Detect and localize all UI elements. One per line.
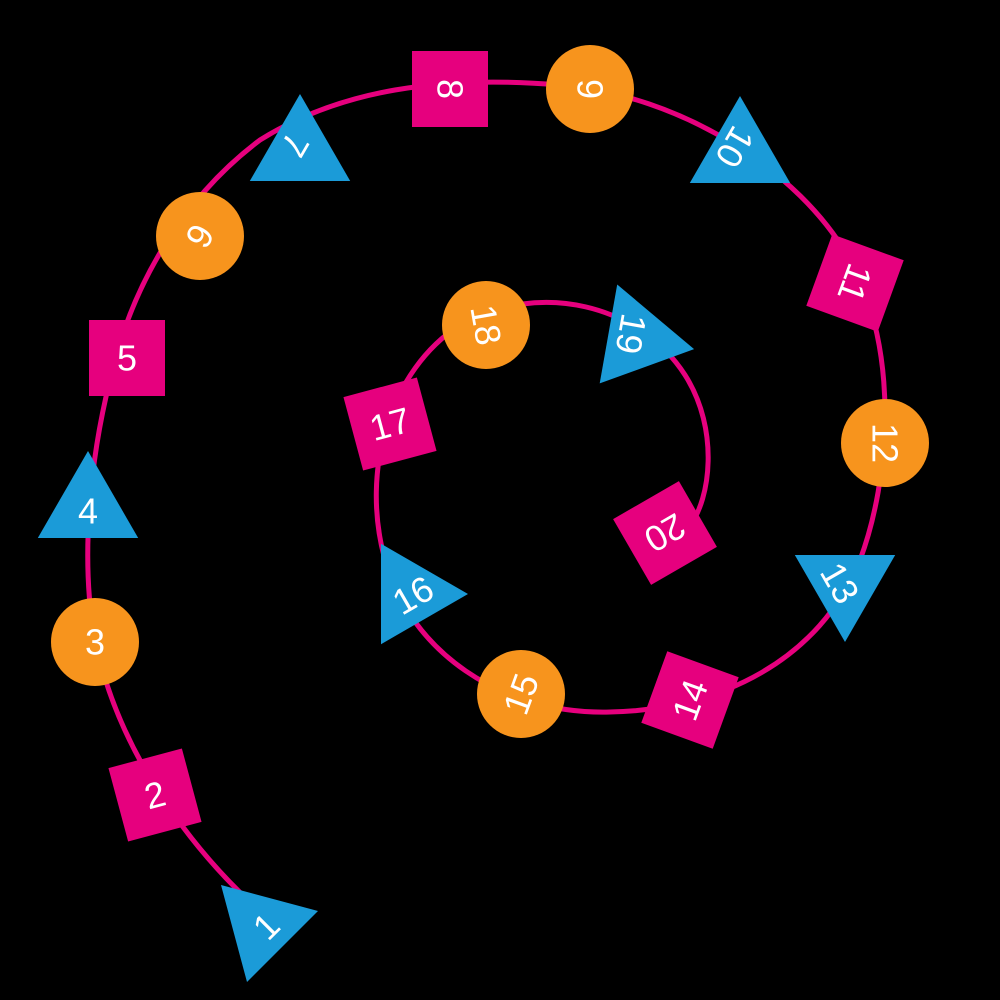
triangle-space-shape	[689, 96, 791, 183]
space-15: 15	[477, 650, 565, 738]
space-2: 2	[108, 748, 202, 842]
circle-space-shape	[546, 45, 634, 133]
triangle-space-shape	[221, 885, 318, 982]
square-space-shape	[343, 377, 437, 471]
space-number: 18	[462, 302, 509, 349]
space-11: 11	[806, 234, 904, 332]
square-space-shape	[641, 651, 739, 749]
space-6: 6	[156, 192, 244, 280]
space-number: 12	[865, 423, 906, 463]
triangle-space-shape	[599, 284, 695, 384]
triangle-space-shape	[37, 451, 139, 538]
space-16: 16	[381, 543, 468, 645]
square-space-shape	[108, 748, 202, 842]
circle-space-shape	[442, 281, 530, 369]
circle-space-shape	[841, 399, 929, 487]
space-number: 8	[430, 79, 471, 99]
circle-space-shape	[51, 598, 139, 686]
space-10: 10	[689, 96, 791, 183]
space-14: 14	[641, 651, 739, 749]
space-number: 3	[85, 622, 105, 663]
circle-space-shape	[156, 192, 244, 280]
space-number: 9	[570, 79, 611, 99]
square-space-shape	[412, 51, 488, 127]
space-number: 5	[117, 338, 137, 379]
triangle-space-shape	[381, 543, 468, 645]
space-4: 4	[37, 451, 139, 538]
triangle-space-shape	[249, 94, 351, 181]
square-space-shape	[613, 481, 717, 585]
space-8: 8	[412, 51, 488, 127]
space-18: 18	[442, 281, 530, 369]
square-space-shape	[806, 234, 904, 332]
space-3: 3	[51, 598, 139, 686]
square-space-shape	[89, 320, 165, 396]
space-17: 17	[343, 377, 437, 471]
space-12: 12	[841, 399, 929, 487]
space-5: 5	[89, 320, 165, 396]
space-20: 20	[613, 481, 717, 585]
space-number: 19	[607, 311, 654, 358]
space-9: 9	[546, 45, 634, 133]
space-13: 13	[794, 555, 896, 642]
space-7: 7	[249, 94, 351, 181]
circle-space-shape	[477, 650, 565, 738]
space-19: 19	[599, 284, 695, 384]
space-number: 4	[78, 491, 98, 532]
space-1: 1	[221, 885, 318, 982]
triangle-space-shape	[794, 555, 896, 642]
